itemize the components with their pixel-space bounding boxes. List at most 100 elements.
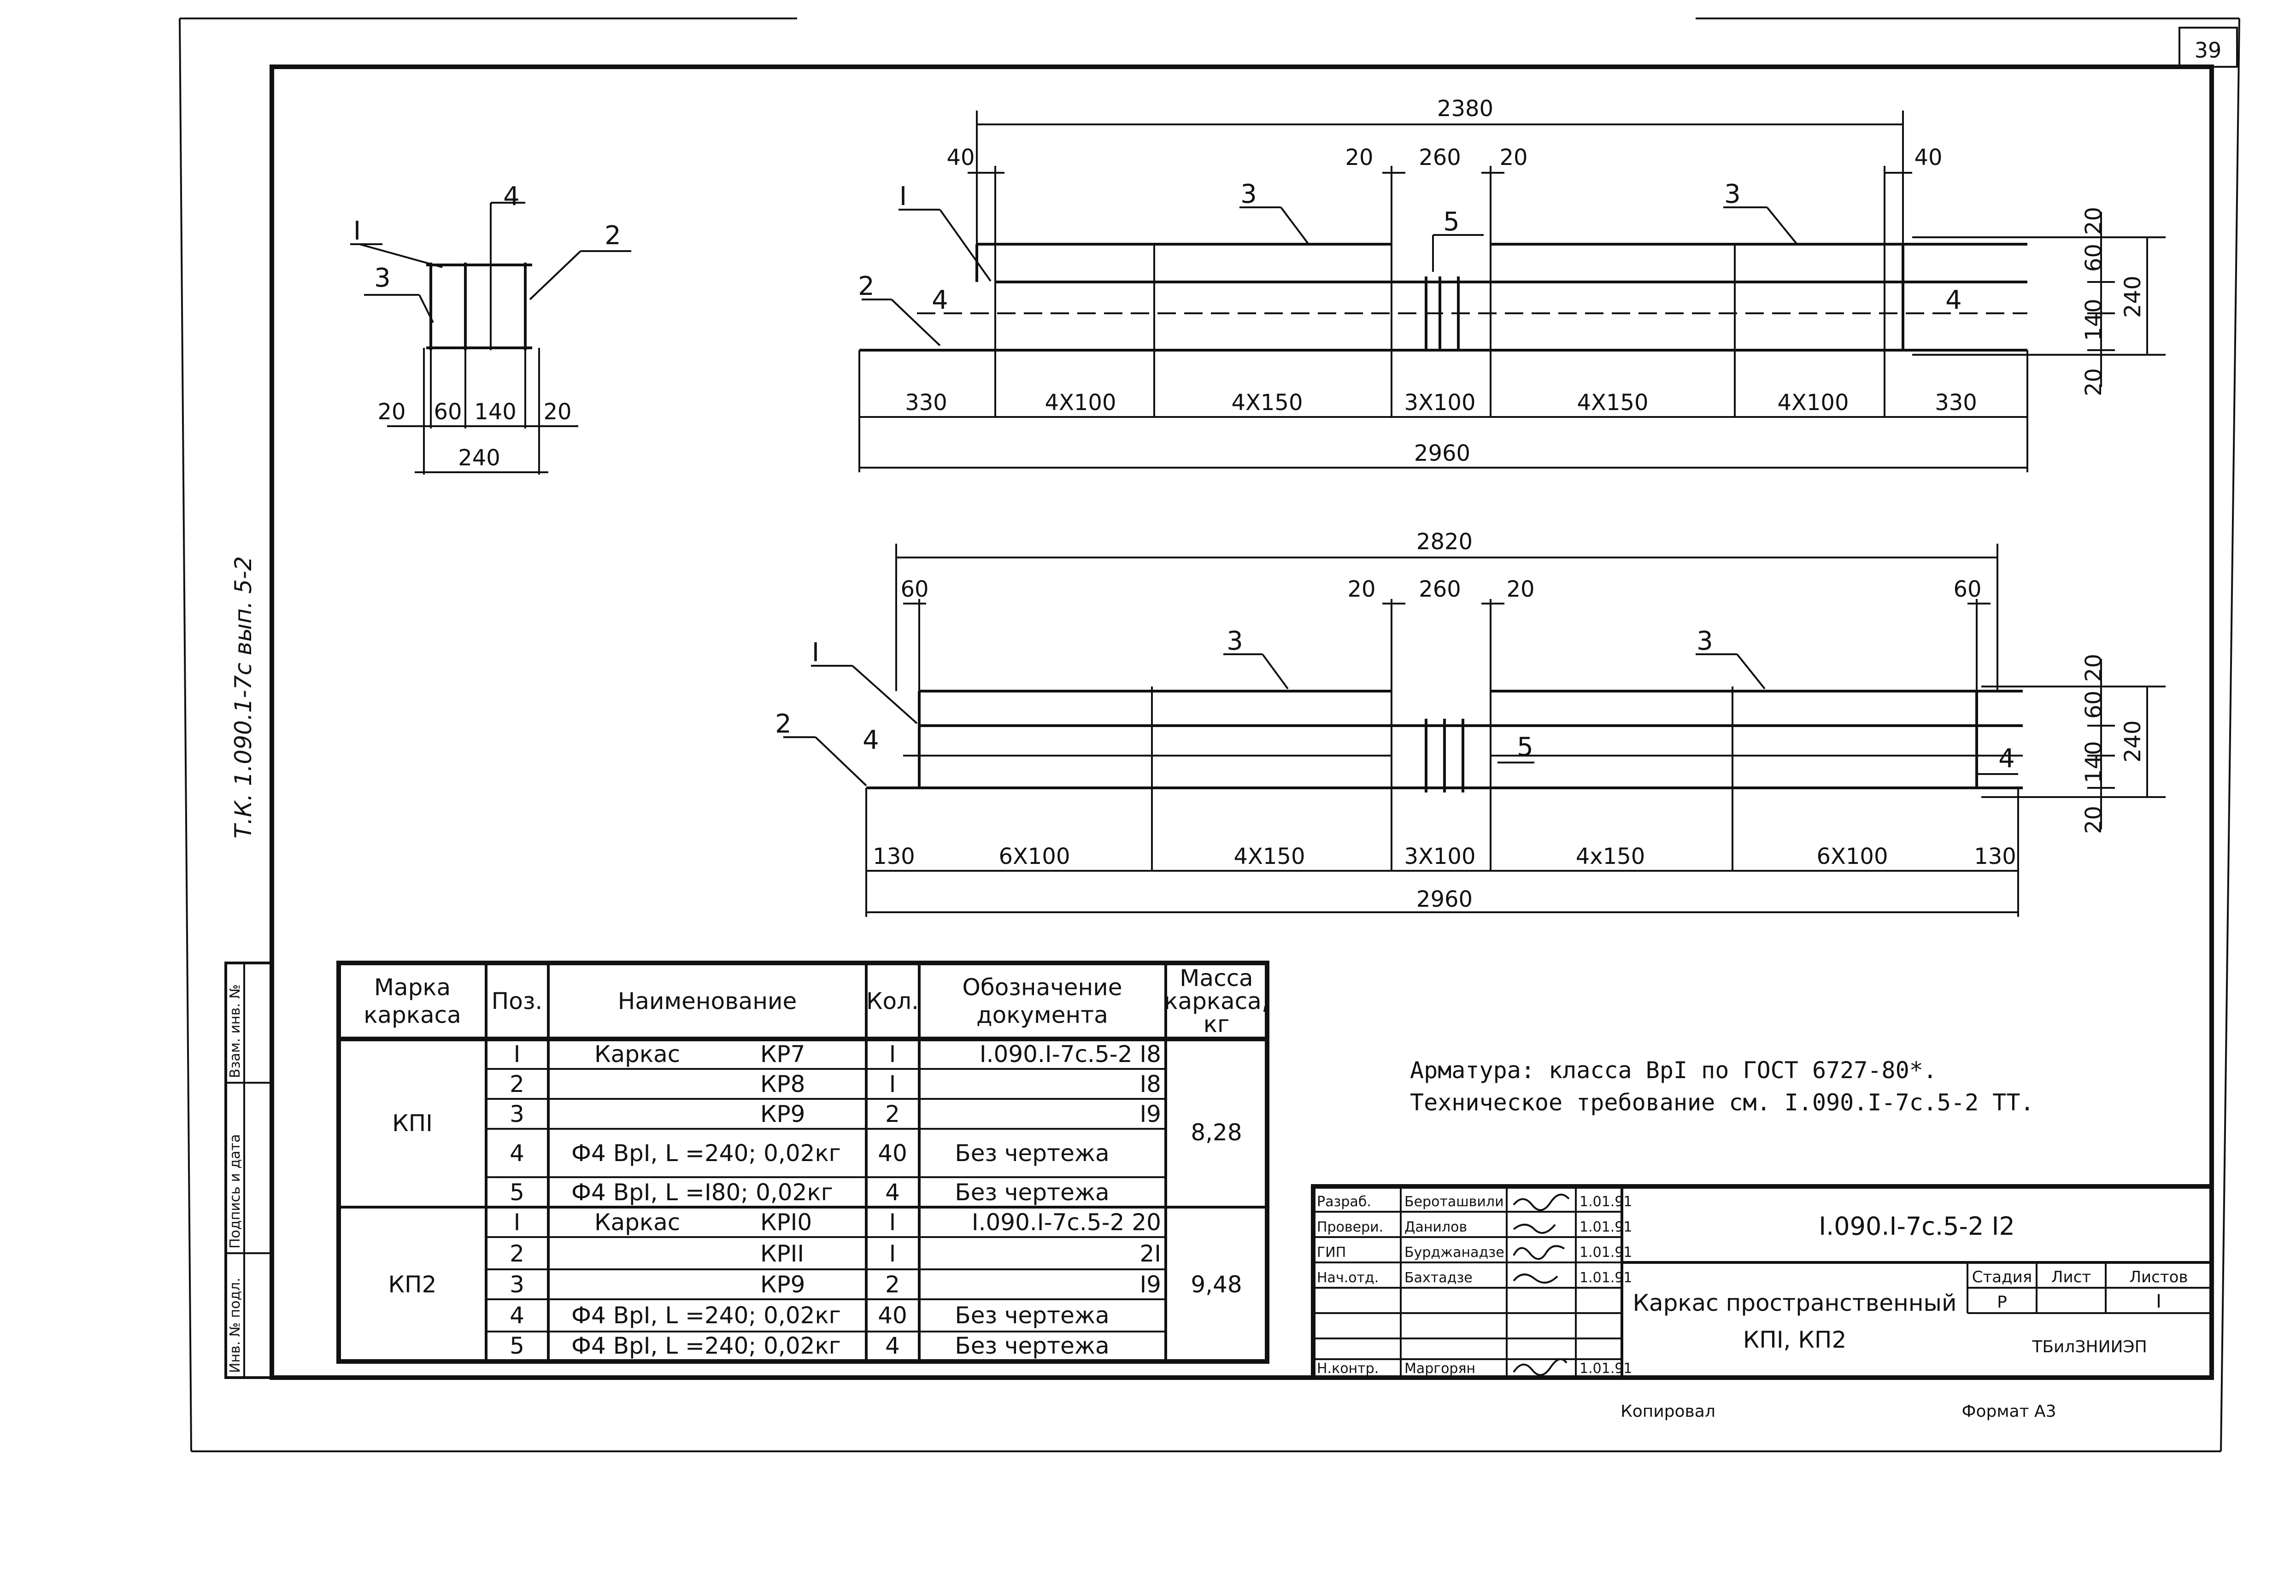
e1-rdim-60: 60 xyxy=(2081,244,2107,272)
e1-label-4b: 4 xyxy=(1945,285,1962,315)
e2-dim-mid: 260 xyxy=(1419,576,1461,602)
left-stamp-strip: Инв. № подл. Подпись и дата Взам. инв. № xyxy=(224,962,273,1379)
e1-bdim-7: 330 xyxy=(1935,390,1977,416)
e1-label-1: I xyxy=(899,182,907,211)
cell-pos: I xyxy=(514,1209,521,1236)
tb-role: Н.контр. xyxy=(1317,1361,1379,1377)
cell-doc: Без чертежа xyxy=(955,1179,1109,1206)
cell-name: Ф4 ВрI, L =240; 0,02кг xyxy=(571,1140,841,1167)
cell-qty: I xyxy=(889,1209,896,1236)
e2-label-3a: 3 xyxy=(1227,626,1243,656)
note-line-2: Техническое требование см. I.090.I-7с.5-… xyxy=(1410,1089,2034,1116)
tb-stage-label: Стадия xyxy=(1972,1268,2032,1286)
cell-qty: 4 xyxy=(885,1179,900,1206)
sec-dim-140: 140 xyxy=(474,399,517,425)
signature-mark xyxy=(1513,1273,1558,1284)
cell-name: Ф4 ВрI, L =240; 0,02кг xyxy=(571,1332,841,1359)
cell-qty: I xyxy=(889,1071,896,1097)
spec-table: Марка каркаса Поз. Наименование Кол. Обо… xyxy=(336,961,1269,1364)
tb-role: Нач.отд. xyxy=(1317,1270,1379,1286)
sec-label-4: 4 xyxy=(503,182,520,211)
e2-bdim-6: 6Х100 xyxy=(1816,844,1888,869)
cell-pos: 4 xyxy=(510,1302,524,1329)
cell-pos: 3 xyxy=(510,1101,524,1127)
e1-bdim-5: 4Х150 xyxy=(1577,390,1648,416)
sec-dim-20b: 20 xyxy=(543,399,571,425)
elevation-1: 2380 40 20 260 20 40 I 2 3 3 4 4 5 330 4… xyxy=(858,96,2166,472)
cell-doc: I.090.I-7с.5-2 20 xyxy=(972,1209,1161,1236)
note-line-1: Арматура: класса ВрI по ГОСТ 6727-80*. xyxy=(1410,1057,1937,1084)
cell-code: КР9 xyxy=(760,1271,805,1298)
group-mass: 8,28 xyxy=(1191,1119,1242,1146)
e2-label-4a: 4 xyxy=(863,725,879,755)
e2-label-5: 5 xyxy=(1517,732,1533,762)
cell-qty: 4 xyxy=(885,1332,900,1359)
e2-rdim-20a: 20 xyxy=(2081,654,2107,682)
tb-name: Бахтадзе xyxy=(1404,1270,1473,1286)
cell-doc: I9 xyxy=(1139,1101,1161,1127)
e1-label-4a: 4 xyxy=(932,285,948,315)
tb-title-line-2: КПI, КП2 xyxy=(1743,1326,1847,1353)
th-pos: Поз. xyxy=(492,988,543,1015)
e2-bdim-4: 3Х100 xyxy=(1404,844,1475,869)
group-mark: КПI xyxy=(392,1110,433,1137)
tb-name: Данилов xyxy=(1404,1219,1467,1235)
cell-name: Ф4 ВрI, L =240; 0,02кг xyxy=(571,1302,841,1329)
e1-dim-left: 40 xyxy=(946,145,975,170)
title-block: Разраб. Бероташвили 1.01.91 Провери. Дан… xyxy=(1311,1184,2214,1380)
th-doc-1: Обозначение xyxy=(963,974,1122,1001)
e2-rdim-240: 240 xyxy=(2120,720,2146,763)
e1-rdim-240: 240 xyxy=(2120,276,2146,318)
stamp-sign-label: Подпись и дата xyxy=(227,1134,243,1249)
footer-format: Формат А3 xyxy=(1961,1402,2056,1421)
e2-dim-right: 60 xyxy=(1953,576,1981,602)
e1-total-length: 2960 xyxy=(1414,440,1470,466)
tb-title-line-1: Каркас пространственный xyxy=(1632,1290,1956,1316)
group-mass: 9,48 xyxy=(1191,1271,1242,1298)
e1-bdim-6: 4Х100 xyxy=(1777,390,1849,416)
e1-dim-right: 40 xyxy=(1914,145,1942,170)
e2-label-3b: 3 xyxy=(1697,626,1713,656)
th-qty: Кол. xyxy=(866,988,919,1015)
tb-sheets-label: Листов xyxy=(2129,1268,2188,1286)
e2-total-length: 2960 xyxy=(1416,886,1473,912)
cell-code: КРII xyxy=(760,1240,804,1267)
e2-label-2: 2 xyxy=(775,709,792,739)
group-mark: КП2 xyxy=(388,1271,437,1298)
cell-pos: 2 xyxy=(510,1240,524,1267)
e2-label-4b: 4 xyxy=(1998,744,2015,774)
cell-doc: I9 xyxy=(1139,1271,1161,1298)
tb-name: Бероташвили xyxy=(1404,1194,1504,1210)
tb-role: Разраб. xyxy=(1317,1194,1371,1210)
cell-code: КР9 xyxy=(760,1101,805,1127)
sec-label-1: I xyxy=(353,216,361,246)
cell-name: Каркас xyxy=(594,1209,680,1236)
cross-section: I 2 3 4 20 60 140 20 240 xyxy=(350,182,631,475)
e1-label-3a: 3 xyxy=(1240,179,1257,209)
cell-name: Каркас xyxy=(594,1041,680,1068)
tb-date: 1.01.91 xyxy=(1580,1219,1632,1235)
sec-dim-240: 240 xyxy=(458,445,500,471)
e2-bdim-3: 4Х150 xyxy=(1233,844,1305,869)
e2-dim-midright: 20 xyxy=(1506,576,1534,602)
tb-role: Провери. xyxy=(1317,1219,1383,1235)
sec-dim-60: 60 xyxy=(434,399,462,425)
e2-bdim-1: 130 xyxy=(873,844,915,869)
cell-code: КР7 xyxy=(760,1041,805,1068)
cell-pos: I xyxy=(514,1041,521,1068)
e1-bdim-3: 4Х150 xyxy=(1231,390,1303,416)
footer-copied: Копировал xyxy=(1621,1402,1715,1421)
e2-bdim-2: 6Х100 xyxy=(998,844,1070,869)
th-mark-1: Марка xyxy=(374,974,451,1001)
e1-bdim-2: 4Х100 xyxy=(1045,390,1116,416)
cell-code: КР8 xyxy=(760,1071,805,1097)
stamp-inv-label: Инв. № подл. xyxy=(227,1278,243,1373)
e2-rdim-140: 140 xyxy=(2081,741,2107,783)
tb-org: ТБилЗНИИЭП xyxy=(2032,1338,2147,1356)
cell-doc: Без чертежа xyxy=(955,1302,1109,1329)
th-mass-2: каркаса, xyxy=(1164,988,1268,1015)
e1-dim-mid: 260 xyxy=(1419,145,1461,170)
e2-bdim-7: 130 xyxy=(1974,844,2016,869)
notes: Арматура: класса ВрI по ГОСТ 6727-80*. Т… xyxy=(1410,1057,2034,1116)
